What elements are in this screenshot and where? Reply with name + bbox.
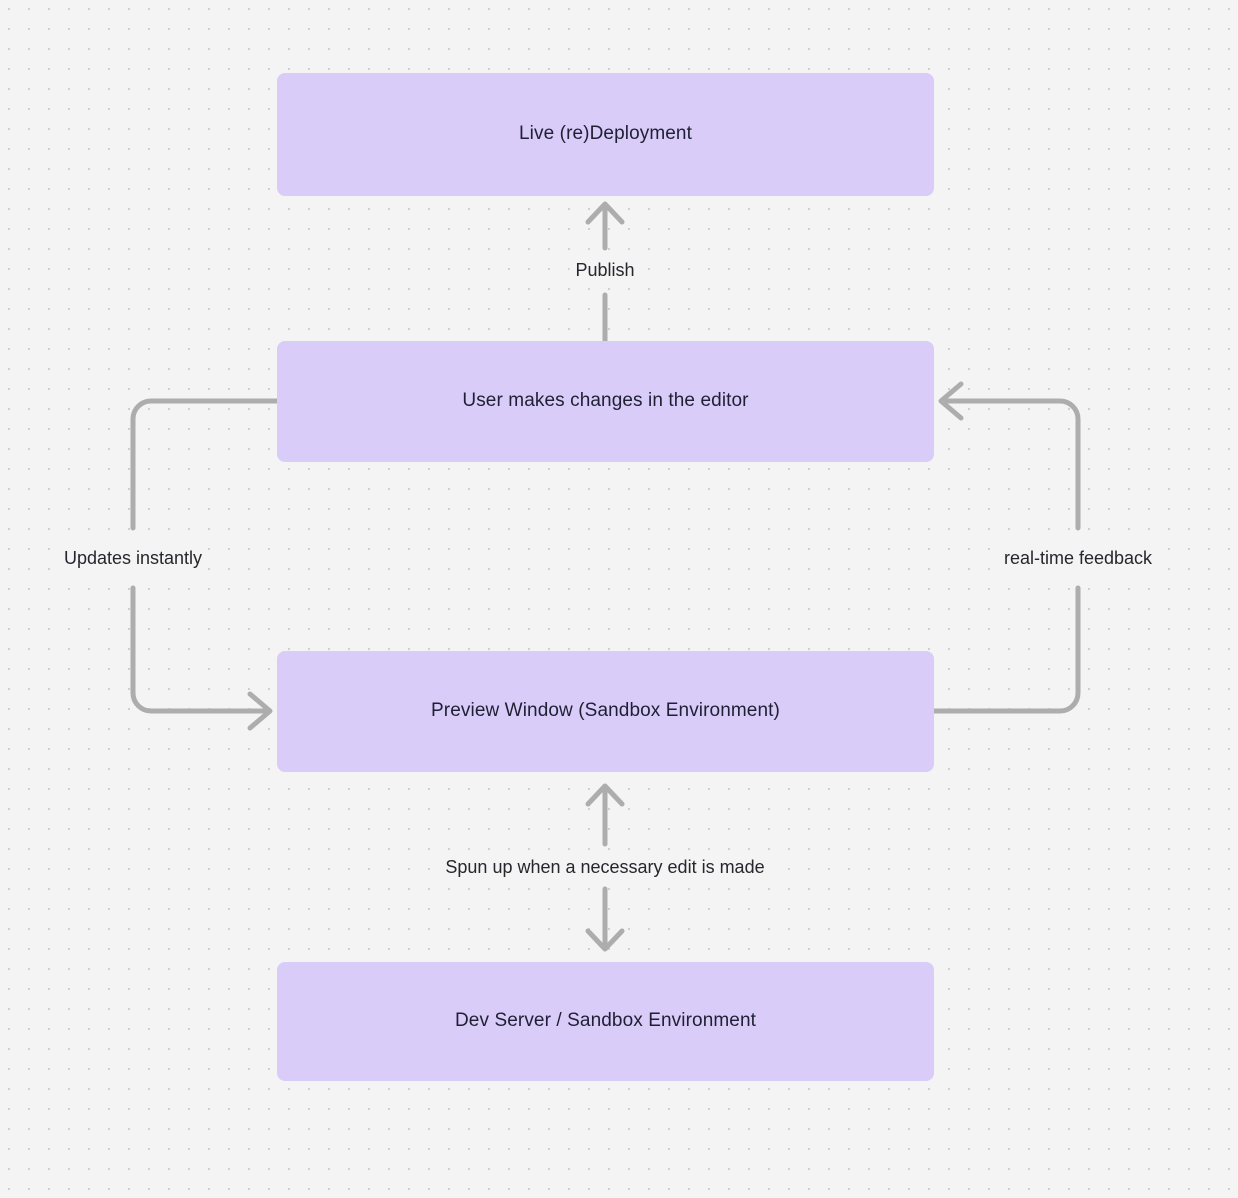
node-preview-window[interactable]: Preview Window (Sandbox Environment): [277, 651, 934, 772]
edge-label-real-time-feedback: real-time feedback: [997, 544, 1159, 572]
node-label: Dev Server / Sandbox Environment: [454, 1010, 756, 1032]
edge-label-spun-up: Spun up when a necessary edit is made: [439, 853, 771, 881]
node-label: Live (re)Deployment: [519, 123, 692, 145]
node-label: User makes changes in the editor: [462, 390, 749, 412]
edge-label-updates-instantly: Updates instantly: [57, 544, 209, 572]
node-live-deployment[interactable]: Live (re)Deployment: [277, 73, 934, 196]
node-label: Preview Window (Sandbox Environment): [431, 700, 780, 722]
node-user-editor[interactable]: User makes changes in the editor: [277, 341, 934, 462]
edge-label-publish: Publish: [569, 256, 641, 284]
node-dev-server[interactable]: Dev Server / Sandbox Environment: [277, 962, 934, 1081]
